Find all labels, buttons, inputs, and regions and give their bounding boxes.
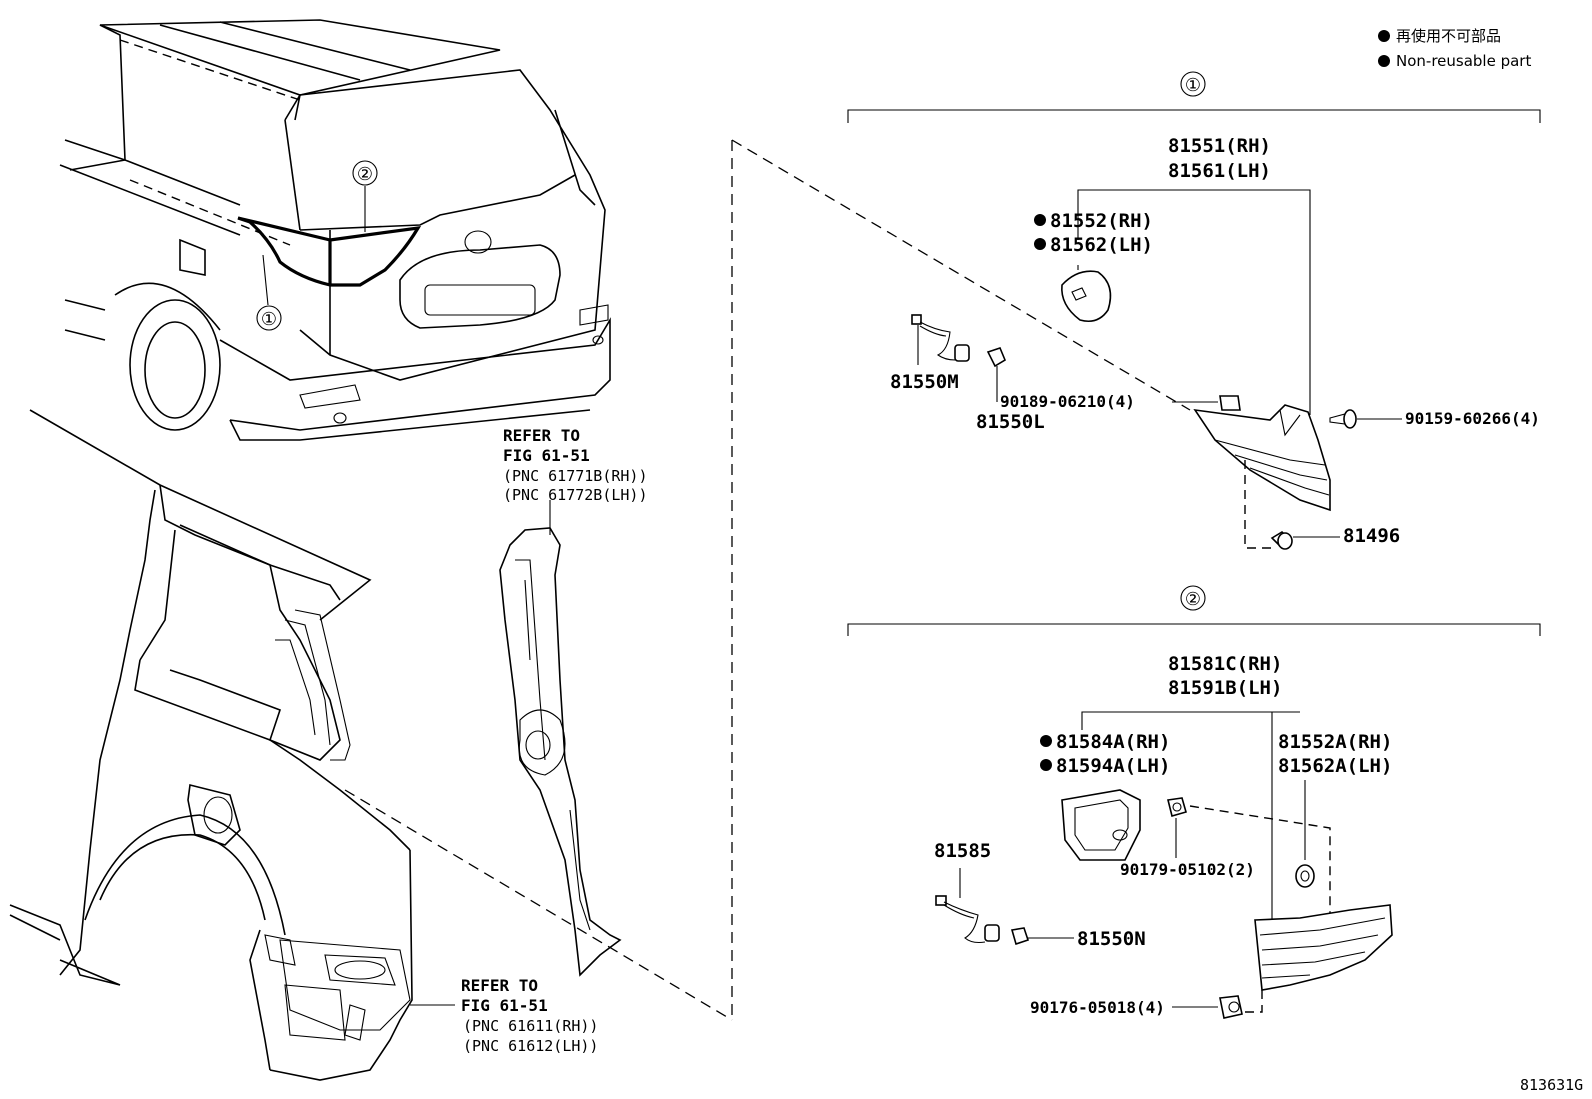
refer-lower-line2: FIG 61-51 [461,996,548,1015]
label-assembly-2-rh: 81581C(RH) [1168,653,1282,675]
refer-upper-line1: REFER TO [503,426,580,445]
legend-en: Non-reusable part [1396,52,1531,70]
legend-bullet-en [1378,55,1390,67]
label-nut-1: 90189-06210(4) [1000,392,1135,411]
vehicle-rear-illustration [59,19,611,441]
label-assembly-2-lh: 81591B(LH) [1168,677,1282,699]
label-cushion-2-rh: 81552A(RH) [1278,731,1392,753]
label-bulb-1: 81550L [976,411,1045,433]
vehicle-callout-1: ① [261,309,277,330]
label-gasket-2-lh: 81594A(LH) [1056,755,1170,777]
label-assembly-1-rh: 81551(RH) [1168,135,1271,157]
assembly-2-tree [1081,711,1300,730]
socket-1-part [911,314,970,365]
legend-bullet-jp [1378,30,1390,42]
assembly-1-tree [1077,189,1311,415]
refer-upper-line3: (PNC 61771B(RH)) [503,467,648,485]
clip-1-part [1270,530,1340,550]
figure-code: 813631G [1520,1076,1583,1094]
nut-2a-part [1167,797,1331,920]
label-gasket-1-rh: 81552(RH) [1050,210,1153,232]
nonreusable-bullet [1034,214,1046,226]
nut-2b-part [1172,995,1243,1019]
refer-lower-line3: (PNC 61611(RH)) [463,1017,598,1035]
nut-1-part [1219,395,1241,411]
refer-upper-line4: (PNC 61772B(LH)) [503,486,648,504]
label-socket-2: 81585 [934,840,991,862]
label-screw-1: 90159-60266(4) [1405,409,1540,428]
refer-upper-line2: FIG 61-51 [503,446,590,465]
bulb-1-part [986,347,1007,402]
nonreusable-bullet [1040,759,1052,771]
label-gasket-2-rh: 81584A(RH) [1056,731,1170,753]
refer-lower-line1: REFER TO [461,976,538,995]
legend-jp: 再使用不可部品 [1396,27,1501,45]
label-assembly-1-lh: 81561(LH) [1168,160,1271,182]
refer-lower-line4: (PNC 61612(LH)) [463,1037,598,1055]
lamp-2-part [1240,904,1393,1013]
nonreusable-bullet [1034,238,1046,250]
label-bulb-2: 81550N [1077,928,1146,950]
section-1-callout: ① [1185,75,1201,96]
gasket-2-part [1061,789,1141,861]
section-2-callout: ② [1185,589,1201,610]
label-cushion-2-lh: 81562A(LH) [1278,755,1392,777]
cushion-2-part [1295,864,1315,888]
label-nut-2b: 90176-05018(4) [1030,998,1165,1017]
lamp-1-part [1193,404,1331,549]
label-gasket-1-lh: 81562(LH) [1050,234,1153,256]
vehicle-callout-2: ② [357,164,373,185]
label-nut-2a: 90179-05102(2) [1120,860,1255,879]
label-socket-1: 81550M [890,371,959,393]
zoom-line-lower [344,789,733,1021]
section-1-bracket [847,71,1541,123]
section-2-bracket [847,585,1541,636]
bulb-2-part [1010,927,1074,946]
socket-2-part [935,868,1000,944]
screw-1-part [1329,409,1402,429]
zoom-line-upper [731,139,1191,411]
nonreusable-bullet [1040,735,1052,747]
label-clip-1: 81496 [1343,525,1400,547]
inner-pillar-illustration [499,527,622,977]
quarter-panel-illustration [9,409,413,1081]
